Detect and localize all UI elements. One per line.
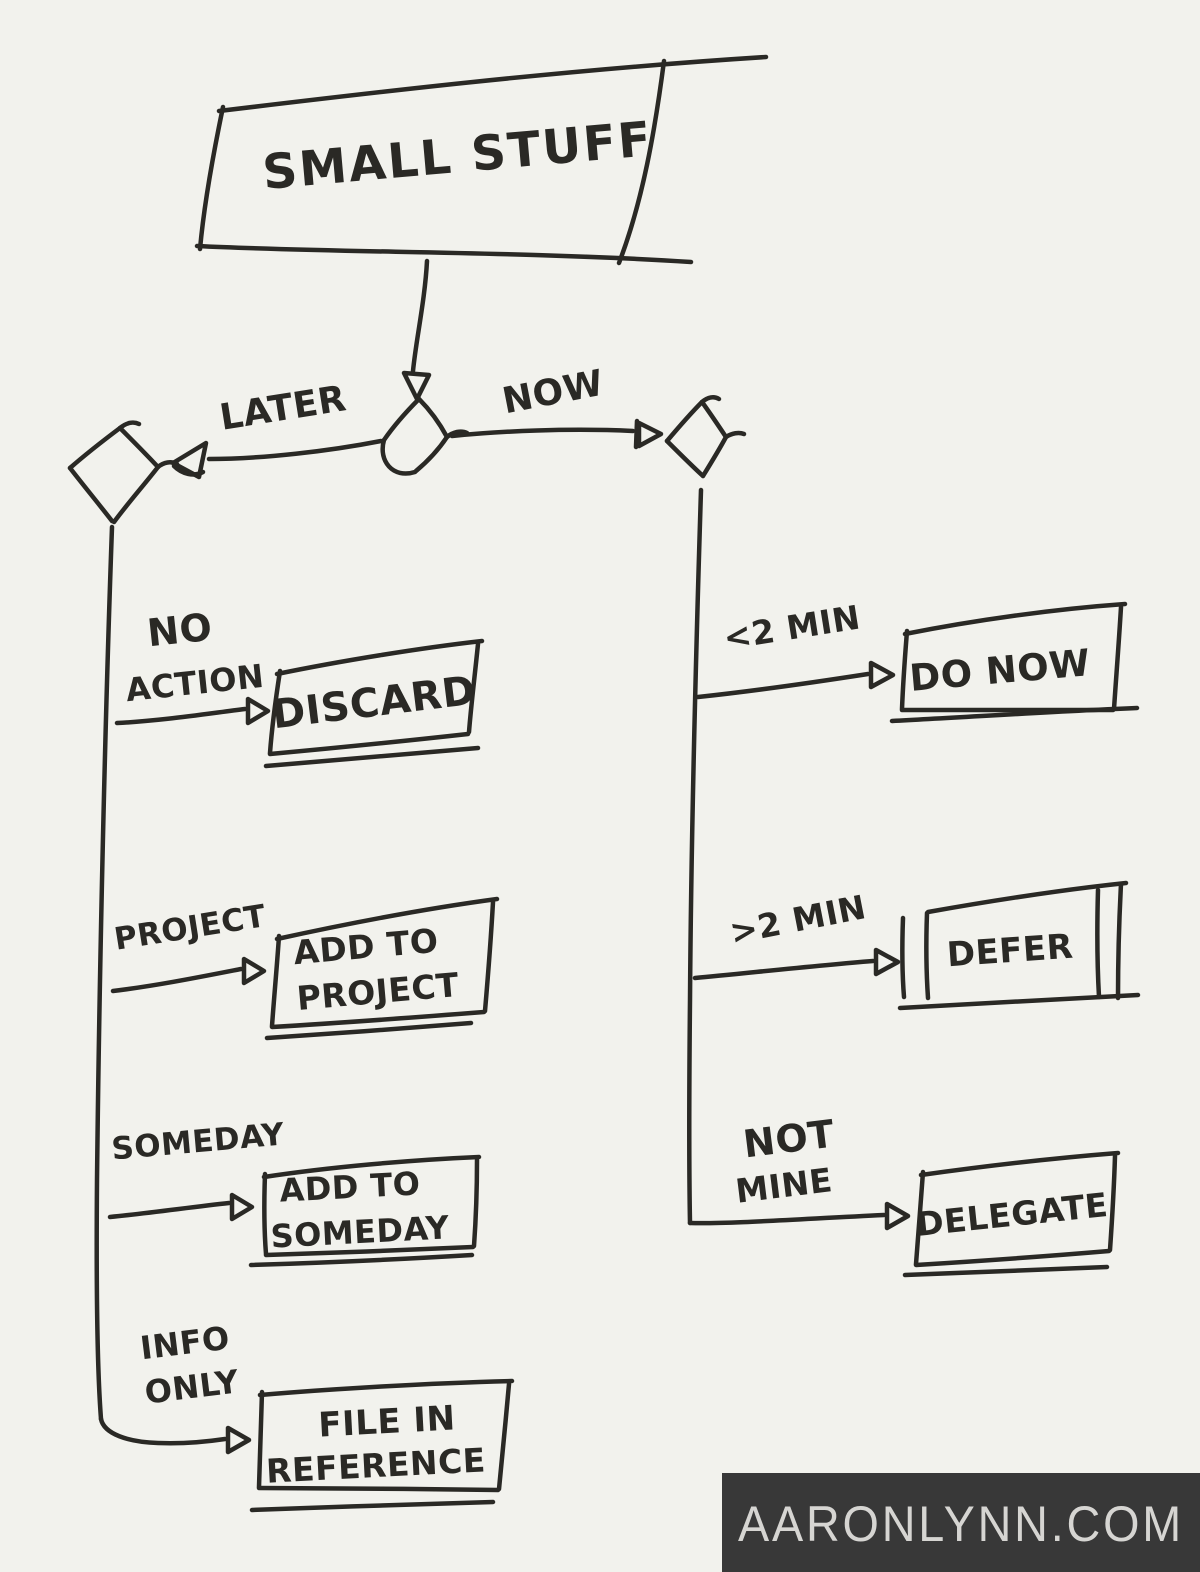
connector-not-mine — [687, 1201, 911, 1231]
connector-no-action — [114, 696, 271, 726]
connector-later-edge — [206, 438, 384, 462]
file-in-reference-box — [249, 1378, 515, 1513]
now-trunk-line — [687, 487, 704, 1226]
watermark: AARONLYNN.COM — [722, 1473, 1200, 1572]
later-diamond — [67, 420, 180, 525]
condition-no-action-line1: NO — [145, 605, 214, 656]
add-to-project-box — [264, 896, 500, 1041]
action-add-to-someday-line2: SOMEDAY — [270, 1208, 451, 1255]
do-now-box — [889, 601, 1140, 724]
delegate-box — [902, 1150, 1121, 1278]
arrowhead-down-icon — [401, 370, 432, 402]
action-file-in-reference-line1: FILE IN — [317, 1398, 456, 1445]
later-trunk-line — [94, 524, 115, 1422]
watermark-text: AARONLYNN.COM — [738, 1496, 1184, 1552]
discard-box — [263, 638, 485, 769]
connector-more-2min — [692, 947, 901, 981]
action-add-to-someday-line1: ADD TO — [279, 1164, 422, 1209]
watermark-background — [722, 1473, 1200, 1572]
add-to-someday-box — [248, 1154, 482, 1268]
arrowhead-left-icon — [170, 440, 209, 480]
defer-box — [897, 880, 1141, 1011]
now-diamond — [664, 395, 747, 479]
connector-info-only — [98, 1416, 252, 1455]
arrowhead-right-icon — [633, 418, 664, 450]
connector-now-edge — [449, 427, 636, 439]
connector-less-2min — [695, 660, 896, 700]
decision-diamond — [380, 396, 470, 476]
connector-start-to-decision — [410, 258, 430, 374]
connector-someday — [107, 1192, 255, 1222]
action-defer: DEFER — [946, 927, 1075, 976]
start-node-box — [194, 54, 769, 266]
connector-project — [110, 956, 267, 994]
